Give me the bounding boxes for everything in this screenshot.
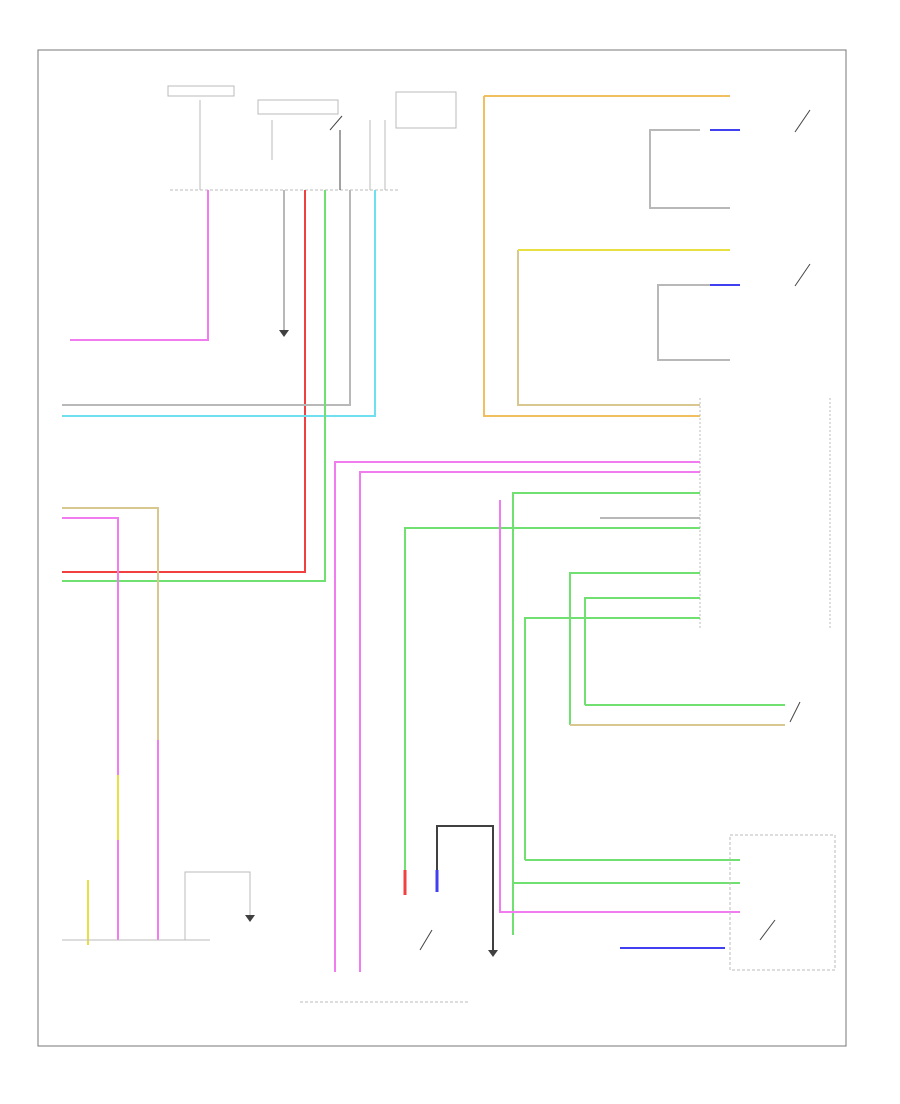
passenger-buckle-switch — [62, 507, 255, 945]
wire-grey-loop-2 — [657, 284, 730, 361]
hot-in-run-power-block — [167, 85, 457, 191]
lower-right-circuits — [499, 500, 836, 971]
wire-light-green-lower-2 — [584, 597, 700, 705]
occupant-sensor-box — [729, 834, 836, 971]
seat-module-connector — [334, 398, 831, 972]
wire-light-green-middle-2 — [404, 527, 700, 870]
switch-upper-2 — [794, 263, 811, 287]
right-seat-belt-circuits — [483, 95, 811, 417]
wire-tan-second — [517, 250, 700, 406]
top-left-vertical-wires — [62, 190, 376, 582]
wire-pink-middle-1 — [334, 461, 700, 972]
wire-dark-loop — [436, 825, 494, 950]
ground-symbol — [279, 330, 289, 337]
wire-light-green-lower-3 — [524, 617, 700, 860]
bottom-middle-sensors — [300, 825, 498, 1003]
wire-cyan-upper — [62, 190, 376, 417]
wire-light-green-lower-1 — [569, 572, 700, 725]
wire-pink-to-occupant — [499, 500, 740, 913]
wire-orange-top — [483, 96, 700, 417]
wire-pink-middle-2 — [359, 471, 700, 972]
wire-light-green-middle-1 — [512, 492, 700, 935]
wire-light-green-left — [62, 190, 326, 582]
diagram-frame — [37, 49, 847, 1047]
switch-upper-1 — [794, 109, 811, 133]
ground-symbol-middle — [488, 950, 498, 957]
wire-pink-left — [70, 190, 209, 341]
wire-grey-upper — [62, 190, 351, 406]
wire-grey-loop-1 — [649, 129, 730, 209]
wire-red-passenger — [62, 190, 306, 573]
ground-symbol-buckle — [245, 915, 255, 922]
